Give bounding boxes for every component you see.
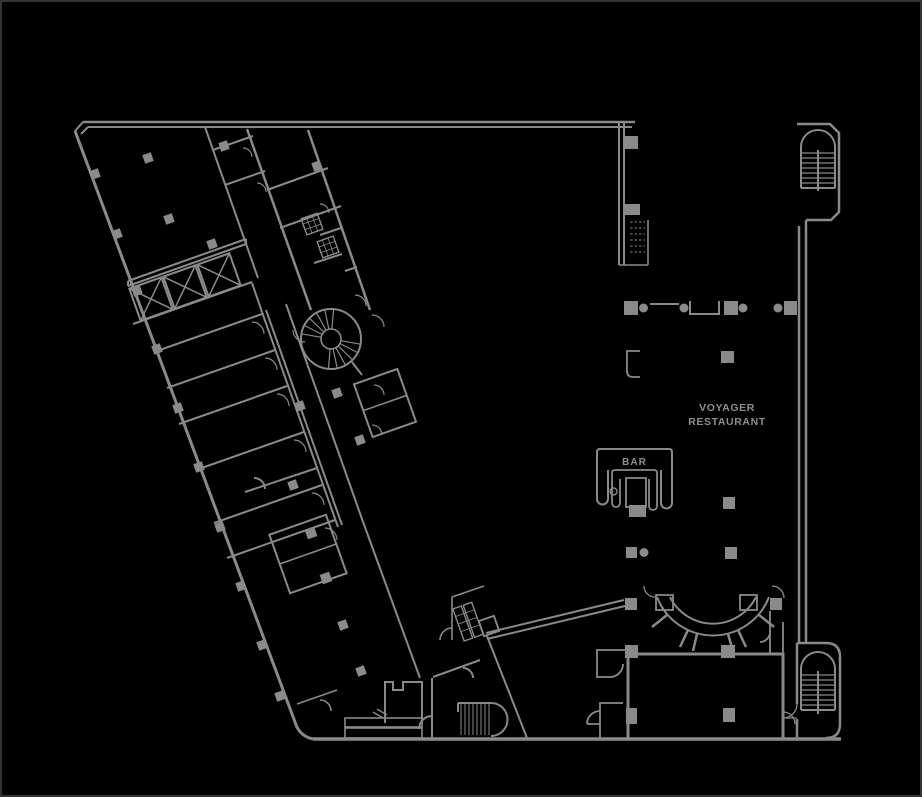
elevator-car-1	[128, 276, 174, 322]
left-wing	[127, 126, 509, 739]
column	[721, 645, 735, 658]
elevator-car-2	[162, 264, 208, 310]
stair-tower-bottom-right	[782, 641, 842, 740]
door-arc	[643, 585, 785, 599]
column	[770, 598, 782, 610]
door-arc	[371, 384, 385, 436]
bar-counter	[596, 448, 673, 511]
plan-fills	[89, 136, 797, 724]
vestibule	[759, 611, 784, 654]
column	[725, 547, 737, 559]
bottom-escalator	[457, 702, 509, 737]
gallery-rail	[485, 599, 626, 640]
wall-columns	[89, 168, 286, 702]
column	[723, 497, 735, 509]
column	[624, 204, 640, 215]
door-arc	[782, 703, 798, 719]
column	[724, 301, 738, 315]
column	[784, 301, 797, 315]
column	[721, 351, 734, 363]
small-stair	[451, 601, 484, 642]
post	[679, 303, 689, 313]
wedge-wall	[486, 635, 528, 739]
spiral-staircase	[292, 308, 362, 370]
column	[626, 547, 637, 558]
column	[625, 598, 637, 610]
mid-rooms-block	[268, 513, 348, 595]
planter	[344, 727, 423, 739]
building-outline	[73, 120, 841, 741]
arc-end-cap	[655, 594, 674, 611]
stair-tower-top-right	[797, 122, 841, 222]
bar-label: BAR	[622, 457, 647, 468]
guest-rooms-block	[352, 367, 418, 439]
column	[624, 301, 638, 315]
bar-hatch	[629, 505, 646, 517]
elevator-car-3	[196, 252, 242, 298]
column	[624, 136, 638, 149]
wing-bottom	[344, 585, 509, 739]
stair-treads	[801, 152, 835, 184]
column	[626, 708, 637, 724]
restaurant-label-line1: VOYAGER	[699, 402, 755, 414]
plan-linework	[73, 120, 842, 741]
column	[625, 645, 638, 658]
door-arc	[292, 329, 306, 343]
service-core	[204, 126, 385, 328]
planter	[344, 717, 423, 728]
door-arc	[782, 711, 796, 725]
post	[738, 303, 748, 313]
wall-stub	[626, 350, 640, 378]
restaurant-label-line2: RESTAURANT	[688, 416, 766, 428]
room-partitions	[153, 313, 338, 712]
post	[639, 548, 649, 557]
floor-columns	[142, 140, 367, 677]
stair-treads	[801, 674, 835, 706]
column	[723, 708, 735, 722]
door-arc	[251, 321, 338, 541]
bandstand	[477, 585, 785, 739]
bar-fixture-circle	[609, 487, 618, 496]
post	[773, 303, 783, 313]
anteroom	[586, 702, 623, 740]
arc-end-cap	[739, 594, 758, 611]
post	[639, 303, 648, 313]
duct-hatch	[300, 212, 324, 236]
anteroom	[596, 649, 625, 678]
restaurant-colonnade	[626, 301, 720, 378]
duct-hatch	[316, 235, 340, 259]
door-arc	[242, 147, 385, 328]
bottom-room	[384, 681, 423, 723]
corridor-walls	[251, 282, 421, 679]
radial-fins	[651, 614, 775, 652]
elevator-bank	[127, 238, 253, 325]
escalator-treads	[460, 703, 490, 735]
